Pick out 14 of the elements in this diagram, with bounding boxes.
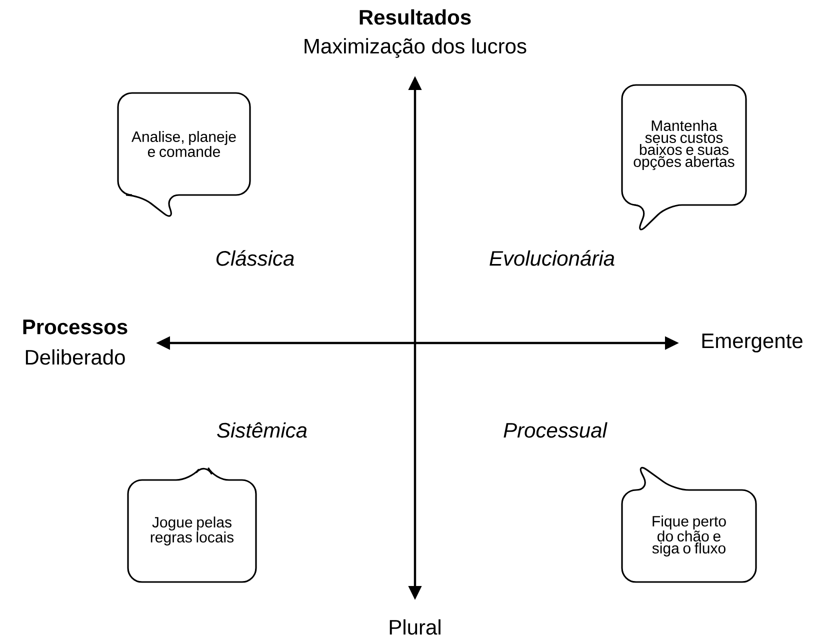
- axis-label: Maximização dos lucros: [304, 38, 526, 58]
- quadrant-label: Sistêmica: [217, 422, 307, 438]
- quadrant-label: Processual: [504, 422, 608, 438]
- axis-label: Plural: [390, 619, 440, 635]
- axis-label: Resultados: [360, 9, 471, 25]
- speech-bubble: Analise, planeje e comande: [117, 92, 251, 217]
- axis-label: Emergente: [702, 334, 802, 352]
- speech-bubble: Fique perto do chão e siga o fluxo: [621, 466, 757, 583]
- quadrant-label: Clássica: [216, 250, 294, 266]
- quadrant-label: Evolucionária: [490, 250, 614, 266]
- speech-bubble: Mantenha seus custos baixos e suas opções abertas: [621, 84, 747, 230]
- speech-bubble: Jogue pelas regras locais: [127, 466, 257, 583]
- axis-label: Deliberado: [26, 349, 125, 365]
- axis-label: Processos: [23, 320, 128, 334]
